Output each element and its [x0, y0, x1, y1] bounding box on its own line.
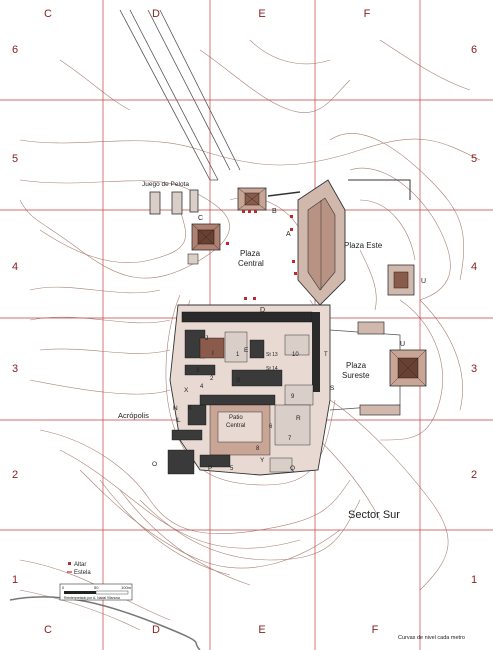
- grid-row-3-left: 3: [12, 363, 18, 375]
- label-m: N: [173, 405, 178, 412]
- label-acropolis: Acrópolis: [118, 411, 149, 420]
- grid-col-c-top: C: [44, 8, 52, 20]
- structure-sureste-n: [357, 321, 385, 335]
- label-a: A: [286, 231, 291, 238]
- label-st13: St 13: [266, 352, 278, 358]
- label-num-5: 5: [230, 466, 234, 472]
- legend-altar-swatch: [68, 562, 71, 565]
- grid-row-5-right: 5: [471, 153, 477, 165]
- label-num-1: 1: [236, 352, 240, 358]
- label-c: C: [198, 215, 203, 222]
- label-plaza-central-2: Central: [238, 259, 264, 268]
- label-num-10: 10: [292, 352, 299, 358]
- structure-sureste-s: [359, 404, 401, 416]
- scale-credit: Reinterpretado por A. Nadal Vilanova: [64, 596, 120, 600]
- grid-row-1-right: 1: [471, 574, 477, 586]
- label-juego-pelota: Juego de Pelota: [142, 181, 189, 188]
- label-q: R: [296, 415, 301, 422]
- label-n: O: [152, 461, 157, 468]
- label-plaza-sureste-2: Sureste: [342, 371, 370, 380]
- label-i: I: [212, 350, 214, 357]
- label-r: S: [330, 385, 335, 392]
- altar-markers: [226, 210, 297, 300]
- grid-col-c-bottom: C: [44, 624, 52, 636]
- label-sector-sur: Sector Sur: [348, 509, 400, 521]
- structure-b: [237, 187, 267, 211]
- label-y: Y: [260, 457, 265, 464]
- grid-row-labels-left: 6 5 4 3 2 1: [12, 44, 18, 586]
- causeway-b: [267, 191, 301, 197]
- label-s: S: [236, 377, 241, 384]
- grid-col-d-top: D: [152, 8, 160, 20]
- grid-row-5-left: 5: [12, 153, 18, 165]
- label-j: J: [205, 335, 208, 342]
- label-plaza-este: Plaza Este: [344, 241, 383, 250]
- grid-col-d-bottom: D: [152, 624, 160, 636]
- grid-col-e-bottom: E: [258, 624, 265, 636]
- label-plaza-sureste-1: Plaza: [346, 361, 367, 370]
- legend-estela-label: Estela: [74, 570, 91, 576]
- label-x: X: [184, 387, 189, 394]
- label-u: U: [400, 341, 405, 348]
- label-o: P: [208, 465, 212, 472]
- label-num-7: 7: [288, 436, 292, 442]
- path-east: [348, 179, 411, 200]
- label-b: B: [272, 208, 277, 215]
- grid-col-f-top: F: [364, 8, 371, 20]
- scale-mid: 50: [94, 585, 99, 590]
- label-num-4: 4: [200, 384, 204, 390]
- grid-column-labels-bottom: C D E F: [44, 624, 379, 636]
- label-k: K: [188, 405, 193, 412]
- causeway: [119, 9, 241, 181]
- label-num-3: 3: [196, 368, 200, 374]
- label-plaza-central-1: Plaza: [240, 249, 261, 258]
- legend-altar-label: Altar: [74, 562, 86, 568]
- grid-row-4-right: 4: [471, 261, 477, 273]
- structure-c: [191, 223, 221, 251]
- structure-small-c: [187, 253, 199, 265]
- label-num-2: 2: [210, 376, 214, 382]
- label-num-8: 8: [256, 446, 260, 452]
- grid-row-3-right: 3: [471, 363, 477, 375]
- label-t: T: [324, 352, 328, 358]
- grid-col-e-top: E: [258, 8, 265, 20]
- label-d: D: [260, 307, 265, 314]
- label-v: U: [421, 278, 426, 285]
- scale-end: 100m: [121, 585, 132, 590]
- grid-col-f-bottom: F: [372, 624, 379, 636]
- scale-zero: 0: [62, 585, 65, 590]
- structure-t-wall: [312, 312, 320, 392]
- grid-row-1-left: 1: [12, 574, 18, 586]
- grid-row-6-right: 6: [471, 44, 477, 56]
- structure-a: [297, 179, 346, 306]
- grid-row-labels-right: 6 5 4 3 2 1: [471, 44, 477, 586]
- grid-row-2-right: 2: [471, 469, 477, 481]
- label-p: Q: [290, 465, 295, 472]
- structure-d: [181, 311, 313, 323]
- grid-row-4-left: 4: [12, 261, 18, 273]
- label-e: E: [244, 347, 249, 354]
- acropolis-buildings: [167, 329, 314, 475]
- river: [9, 596, 201, 650]
- label-num-9: 9: [291, 394, 295, 400]
- scale-bar: 0 50 100m Reinterpretado por A. Nadal Vi…: [59, 583, 133, 601]
- plaza-sureste-border: [329, 329, 401, 411]
- contour-note: Curvas de nivel cada metro: [398, 635, 465, 641]
- label-num-6: 6: [269, 424, 273, 430]
- structure-u: [389, 349, 427, 387]
- grid-row-2-left: 2: [12, 469, 18, 481]
- grid-row-6-left: 6: [12, 44, 18, 56]
- grid-column-labels-top: C D E F: [44, 8, 371, 20]
- legend: Altar Estela: [67, 562, 91, 576]
- label-st14: St 14: [266, 366, 278, 372]
- ball-court: [149, 189, 199, 215]
- structure-v: [387, 264, 415, 296]
- label-l: L: [177, 417, 181, 424]
- label-patio-2: Central: [226, 423, 245, 429]
- label-patio-1: Patio: [229, 415, 243, 421]
